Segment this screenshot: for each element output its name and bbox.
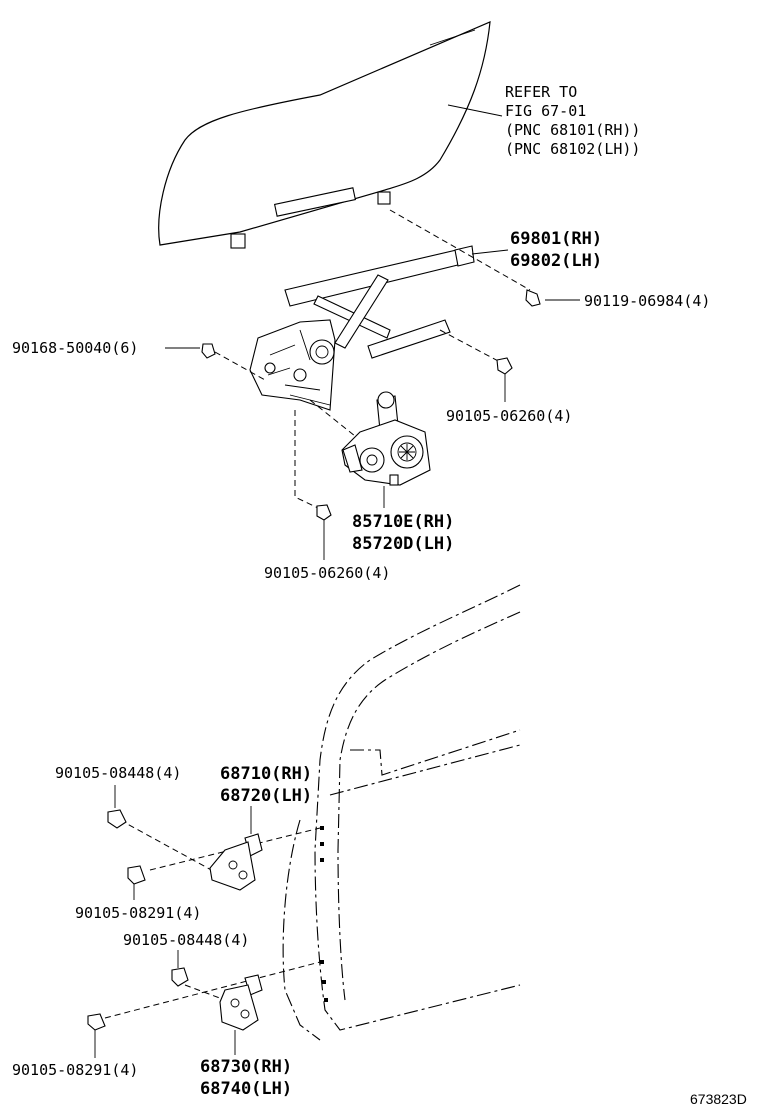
callout-hinge-lower-lh: 68740(LH)	[200, 1079, 292, 1099]
reference-line-2: FIG 67-01	[505, 102, 586, 120]
bolt-90105-bottom	[316, 504, 332, 560]
door-frame	[282, 584, 521, 1041]
assembly-line-lower-hinge-1	[184, 984, 226, 1001]
upper-hinge	[209, 806, 263, 891]
assembly-line-right-bolt	[439, 329, 501, 363]
bolt-08448-upper	[107, 785, 127, 829]
assembly-line-motor	[309, 399, 361, 441]
figure-id: 673823D	[690, 1091, 747, 1107]
callout-labels: 69801(RH) 69802(LH) 90119-06984(4) 90168…	[12, 229, 710, 1099]
callout-bolt-08448-upper: 90105-08448(4)	[55, 764, 181, 782]
callout-bolt-90105-right: 90105-06260(4)	[446, 407, 572, 425]
reference-note: REFER TO FIG 67-01 (PNC 68101(RH)) (PNC …	[505, 83, 640, 158]
assembly-line-upper-hinge-1	[119, 819, 216, 873]
assembly-line-lower-hinge-2	[104, 961, 321, 1019]
reference-line-1: REFER TO	[505, 83, 577, 101]
callout-bolt-08291-lower: 90105-08291(4)	[12, 1061, 138, 1079]
callout-bolt-08291-upper: 90105-08291(4)	[75, 904, 201, 922]
callout-bolt-90119: 90119-06984(4)	[584, 292, 710, 310]
callout-regulator-lh: 69802(LH)	[510, 251, 602, 271]
bolt-08291-upper	[127, 865, 146, 900]
callout-hinge-lower-rh: 68730(RH)	[200, 1057, 292, 1077]
bolt-90105-right	[496, 357, 513, 402]
callout-regulator-rh: 69801(RH)	[510, 229, 602, 249]
callout-bolt-90168: 90168-50040(6)	[12, 339, 138, 357]
bolt-90119	[525, 289, 580, 307]
bolt-08291-lower	[87, 1013, 106, 1058]
regulator-motor	[341, 391, 431, 508]
callout-motor-rh: 85710E(RH)	[352, 512, 454, 532]
bolt-08448-lower	[171, 950, 189, 987]
callout-bolt-08448-lower: 90105-08448(4)	[123, 931, 249, 949]
callout-motor-lh: 85720D(LH)	[352, 534, 454, 554]
assembly-line-upper-hinge-2	[149, 827, 321, 871]
assembly-line-bottom-bolt	[294, 410, 319, 509]
lower-hinge	[219, 974, 263, 1055]
reference-line-4: (PNC 68102(LH))	[505, 140, 640, 158]
callout-hinge-upper-rh: 68710(RH)	[220, 764, 312, 784]
reference-line-3: (PNC 68101(RH))	[505, 121, 640, 139]
door-glass	[158, 21, 503, 249]
assembly-line-glass-bolt	[389, 209, 531, 291]
window-regulator	[249, 245, 509, 411]
callout-bolt-90105-bottom: 90105-06260(4)	[264, 564, 390, 582]
callout-hinge-upper-lh: 68720(LH)	[220, 786, 312, 806]
bolt-90168	[165, 343, 216, 359]
